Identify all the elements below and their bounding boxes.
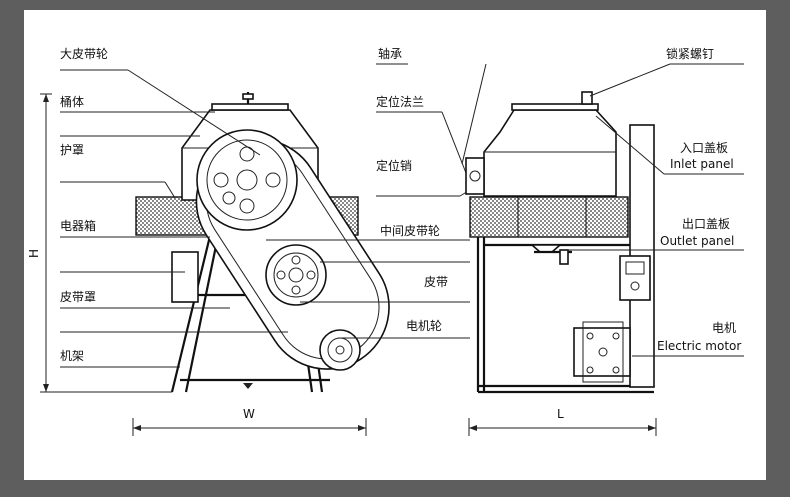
height-dimension: H [27, 93, 172, 393]
outlet-en-label: Outlet panel [660, 234, 734, 248]
guard-label: 护罩 [60, 143, 84, 157]
middle-pulley [265, 244, 327, 306]
motor-en-label: Electric motor [657, 339, 741, 353]
frame-label: 机架 [60, 349, 84, 363]
side-electric-box [469, 196, 629, 238]
length-label: L [557, 407, 564, 421]
bearing-block [465, 157, 485, 195]
motor-cn-label: 电机 [712, 321, 736, 335]
side-drum [483, 109, 617, 197]
width-dimension: W [132, 407, 367, 436]
left-labels: 大皮带轮 桶体 护罩 电器箱 皮带罩 机架 [60, 47, 108, 363]
middle-pulley-label: 中间皮带轮 [380, 223, 440, 238]
middle-labels: 轴承 定位法兰 定位销 中间皮带轮 皮带 电机轮 [376, 46, 448, 333]
big-pulley-label: 大皮带轮 [60, 47, 108, 61]
belt-label: 皮带 [424, 275, 448, 289]
middle-leaders [266, 63, 487, 339]
lock-screw [581, 91, 593, 105]
outlet-cn-label: 出口盖板 [682, 217, 730, 231]
big-pulley [196, 129, 298, 231]
inlet-cn-label: 入口盖板 [680, 141, 728, 155]
motor-pulley [319, 329, 361, 371]
width-label: W [243, 407, 255, 421]
electric-box-label: 电器箱 [60, 218, 96, 233]
length-dimension: L [468, 407, 657, 436]
drum-lid [211, 103, 289, 111]
side-view [465, 91, 655, 394]
drum-label: 桶体 [60, 94, 84, 109]
height-label: H [27, 249, 41, 258]
right-leaders [568, 63, 744, 357]
right-labels: 锁紧螺钉 入口盖板 Inlet panel 出口盖板 Outlet panel … [657, 46, 741, 353]
locating-pin-label: 定位销 [376, 158, 412, 173]
electric-motor [573, 321, 631, 383]
motor-pulley-label: 电机轮 [406, 319, 442, 333]
inlet-en-label: Inlet panel [670, 157, 734, 171]
belt-cover-label: 皮带罩 [60, 290, 96, 304]
bearing-label: 轴承 [378, 46, 402, 61]
control-box [619, 255, 651, 301]
belt-cover [171, 251, 199, 303]
lock-screw-label: 锁紧螺钉 [666, 46, 714, 61]
locating-flange-label: 定位法兰 [376, 94, 424, 109]
left-leaders [60, 69, 288, 368]
frame-leg-left [170, 235, 212, 393]
front-view [135, 92, 390, 393]
